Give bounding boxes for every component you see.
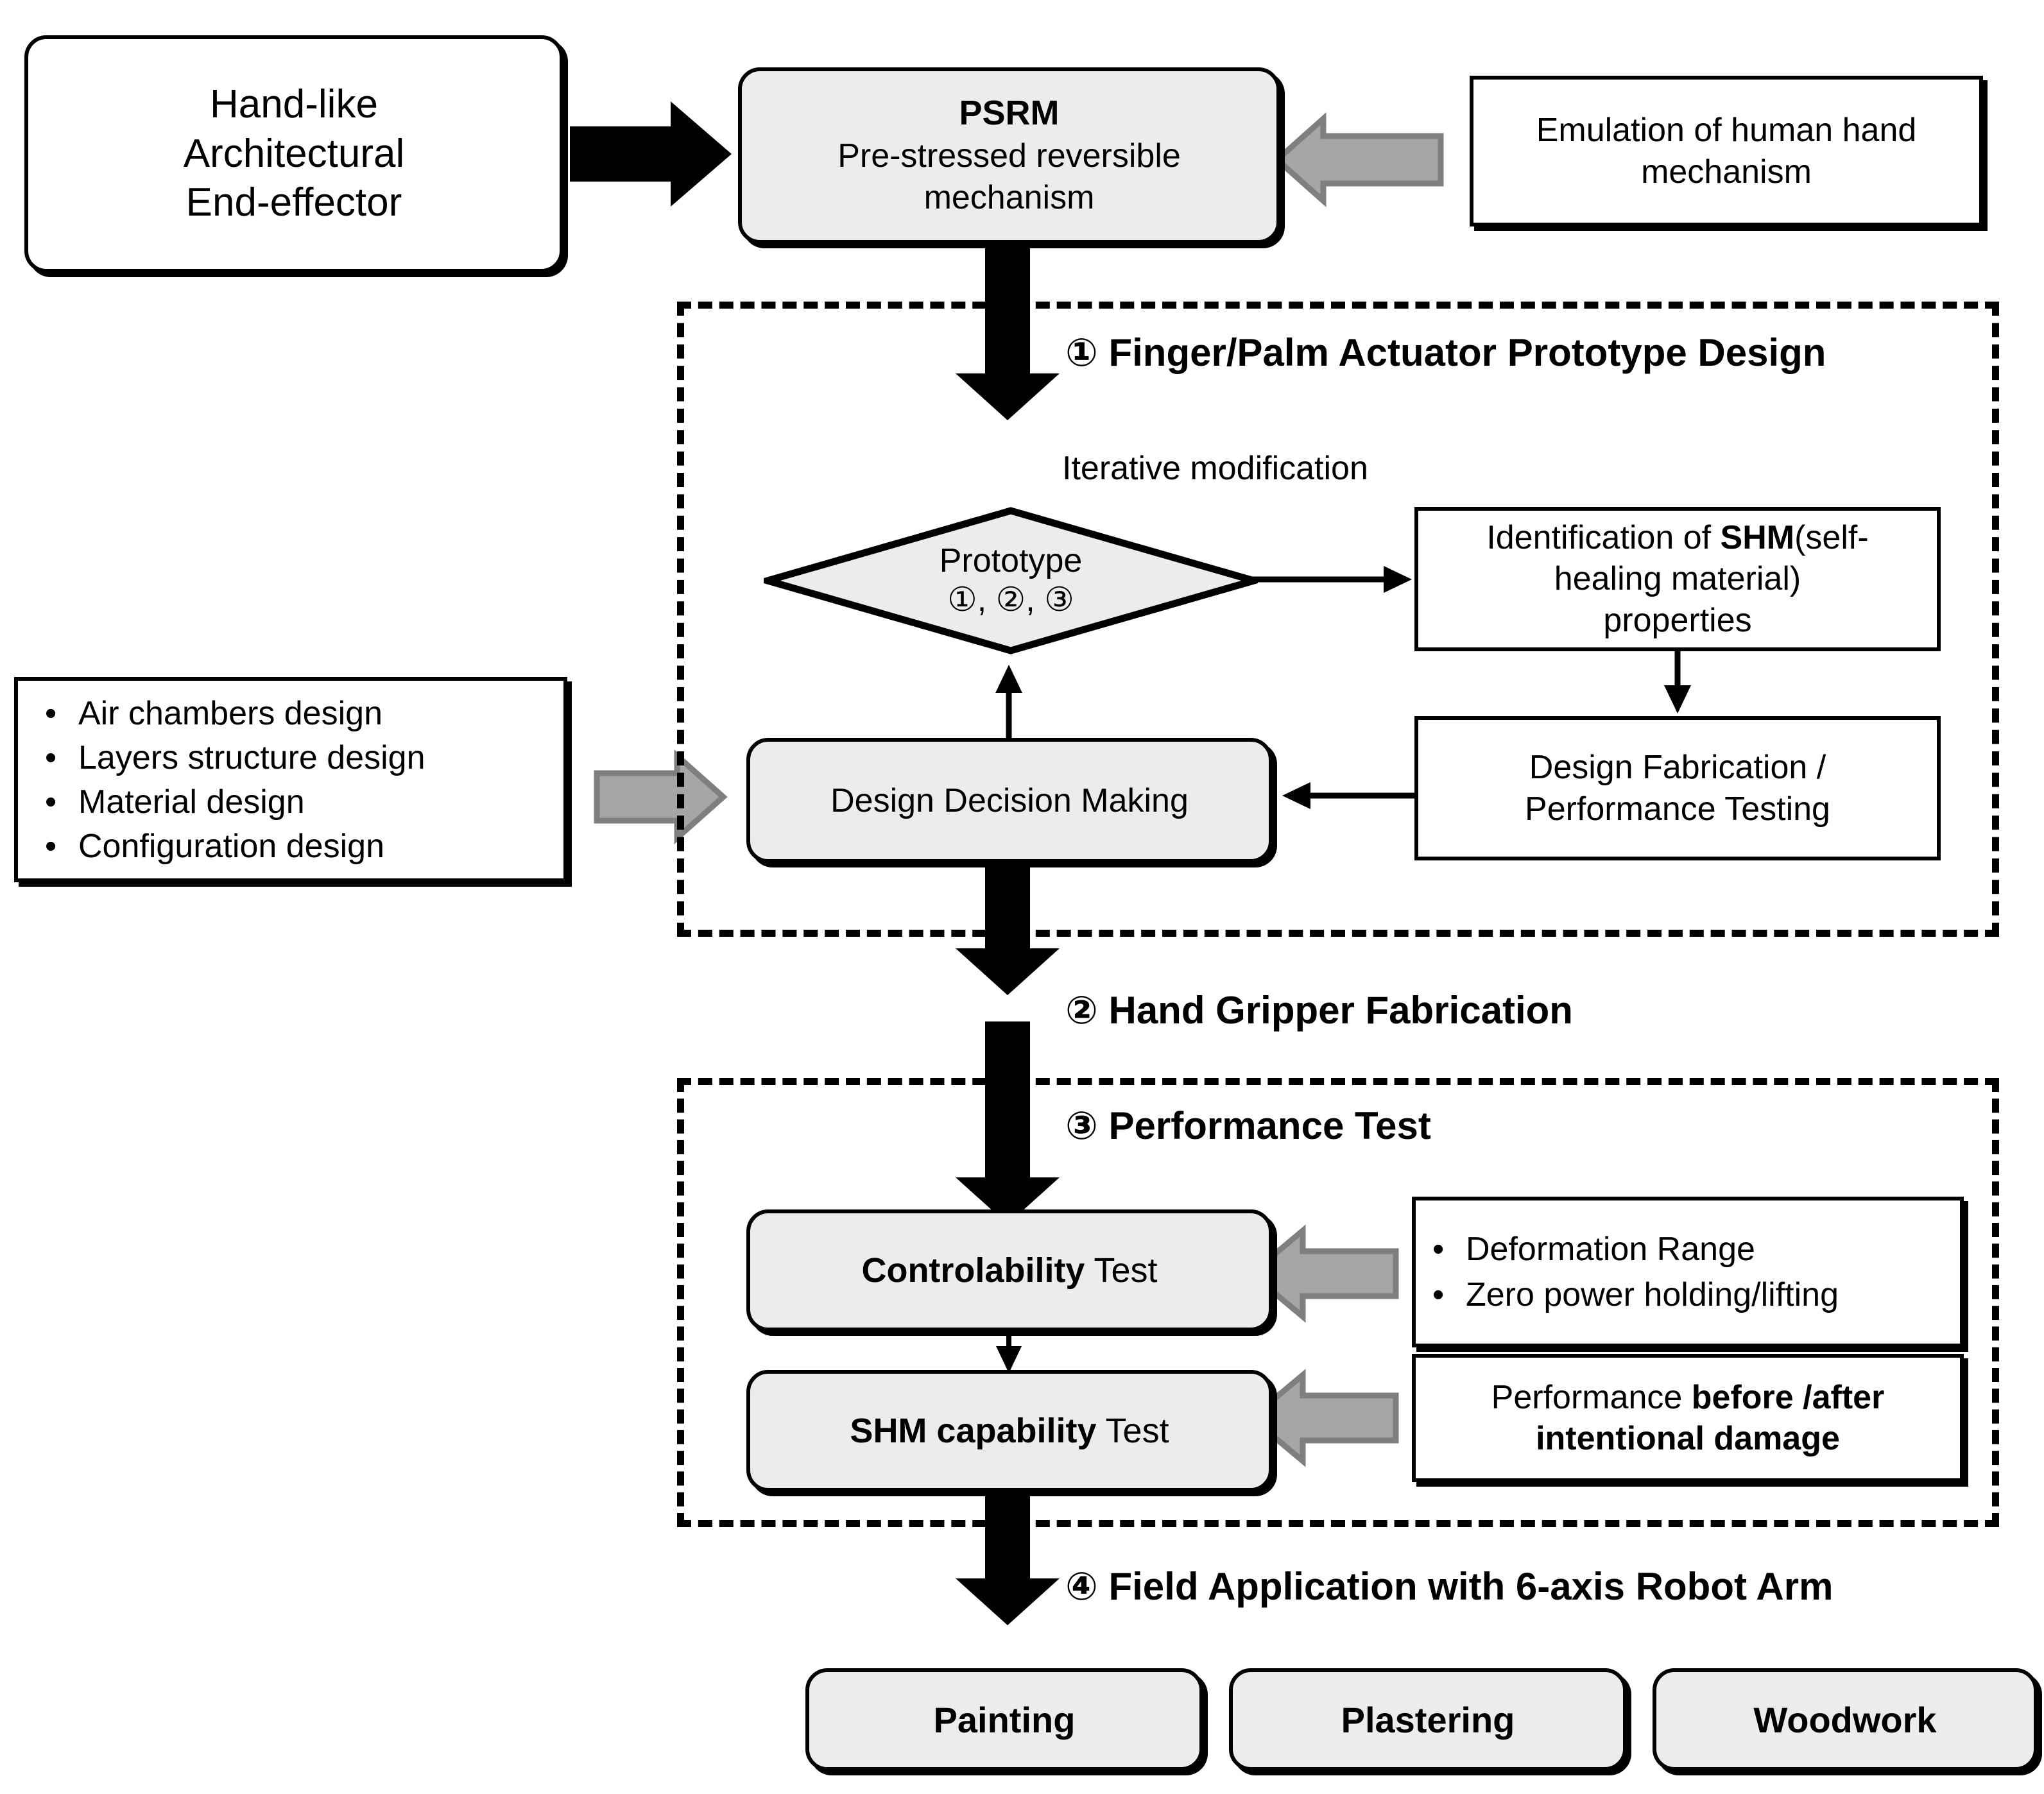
prototype-numbers: ①, ②, ③	[947, 581, 1074, 619]
list-item-label: Deformation Range	[1466, 1231, 1755, 1268]
section-1-dashed-container	[677, 302, 1999, 937]
shm-ident-prefix: Identification of	[1486, 518, 1721, 556]
application-plastering-box[interactable]: Plastering	[1229, 1668, 1627, 1771]
design-bullet-items: • Air chambers design • Layers structure…	[45, 688, 563, 871]
controlability-rest: Test	[1085, 1251, 1158, 1290]
arrow-endeffector-to-psrm	[570, 101, 732, 207]
section-2-label: Hand Gripper Fabrication	[1108, 989, 1573, 1032]
bullet-marker: •	[1432, 1231, 1445, 1268]
hand-like-end-effector-box[interactable]: Hand-like Architectural End-effector	[24, 35, 563, 273]
list-item-label: Configuration design	[78, 827, 384, 865]
section-4-label: Field Application with 6-axis Robot Arm	[1108, 1565, 1834, 1608]
performance-before-after-text: Performance before /after intentional da…	[1491, 1377, 1885, 1460]
list-item: • Zero power holding/lifting	[1432, 1276, 1960, 1314]
controlability-criteria-list[interactable]: • Deformation Range • Zero power holding…	[1412, 1197, 1964, 1347]
bullet-marker: •	[45, 827, 57, 865]
design-decision-making-box[interactable]: Design Decision Making	[746, 738, 1273, 863]
psrm-box[interactable]: PSRM Pre-stressed reversible mechanism	[738, 67, 1280, 244]
section-3-title: ③ Performance Test	[1065, 1104, 1431, 1149]
psrm-title: PSRM	[959, 94, 1060, 133]
section-4-number: ④	[1065, 1565, 1098, 1608]
emulation-of-human-hand-box[interactable]: Emulation of human hand mechanism	[1470, 76, 1983, 226]
bullet-marker: •	[45, 694, 57, 732]
shm-ident-bold: SHM	[1720, 518, 1795, 556]
shm-identification-text: Identification of SHM(self- healing mate…	[1486, 517, 1868, 641]
shm-capability-bold: SHM capability	[850, 1412, 1097, 1450]
design-considerations-list[interactable]: • Air chambers design • Layers structure…	[14, 677, 567, 882]
iterative-modification-label: Iterative modification	[1062, 450, 1368, 487]
section-3-number: ③	[1065, 1104, 1098, 1147]
application-woodwork-box[interactable]: Woodwork	[1653, 1668, 2038, 1771]
list-item: • Configuration design	[45, 827, 563, 866]
list-item: • Material design	[45, 783, 563, 821]
list-item-label: Layers structure design	[78, 739, 425, 776]
control-bullet-items: • Deformation Range • Zero power holding…	[1432, 1223, 1960, 1321]
controlability-test-box[interactable]: Controlability Test	[746, 1209, 1273, 1331]
shm-identification-box[interactable]: Identification of SHM(self- healing mate…	[1414, 507, 1941, 651]
section-2-title: ② Hand Gripper Fabrication	[1065, 988, 1573, 1033]
shm-ident-suffix: (self- healing material) properties	[1554, 518, 1869, 639]
design-fabrication-box[interactable]: Design Fabrication / Performance Testing	[1414, 716, 1941, 860]
bullet-marker: •	[1432, 1276, 1445, 1313]
list-item-label: Air chambers design	[78, 694, 382, 732]
controlability-bold: Controlability	[861, 1251, 1085, 1290]
list-item: • Layers structure design	[45, 739, 563, 777]
performance-before-after-box[interactable]: Performance before /after intentional da…	[1412, 1354, 1964, 1482]
perf-prefix: Performance	[1491, 1378, 1692, 1416]
bullet-marker: •	[45, 783, 57, 821]
section-2-number: ②	[1065, 989, 1098, 1032]
shm-capability-test-box[interactable]: SHM capability Test	[746, 1370, 1273, 1492]
application-painting-box[interactable]: Painting	[805, 1668, 1203, 1771]
section-1-title: ① Finger/Palm Actuator Prototype Design	[1065, 330, 1826, 375]
list-item-label: Material design	[78, 783, 305, 821]
section-4-title: ④ Field Application with 6-axis Robot Ar…	[1065, 1564, 1833, 1609]
list-item-label: Zero power holding/lifting	[1466, 1276, 1839, 1313]
shm-capability-rest: Test	[1096, 1412, 1169, 1450]
section-3-dashed-container	[677, 1078, 1999, 1527]
list-item: • Deformation Range	[1432, 1230, 1960, 1269]
prototype-label: Prototype	[939, 542, 1083, 579]
section-1-label: Finger/Palm Actuator Prototype Design	[1108, 331, 1826, 374]
bullet-marker: •	[45, 739, 57, 776]
prototype-decision-diamond[interactable]: Prototype ①, ②, ③	[764, 507, 1258, 654]
section-1-number: ①	[1065, 331, 1098, 374]
list-item: • Air chambers design	[45, 694, 563, 733]
psrm-subtitle: Pre-stressed reversible mechanism	[837, 137, 1181, 216]
arrow-emulation-to-psrm	[1273, 112, 1444, 208]
section-3-label: Performance Test	[1108, 1104, 1431, 1147]
perf-bold: before /after intentional damage	[1536, 1378, 1885, 1457]
